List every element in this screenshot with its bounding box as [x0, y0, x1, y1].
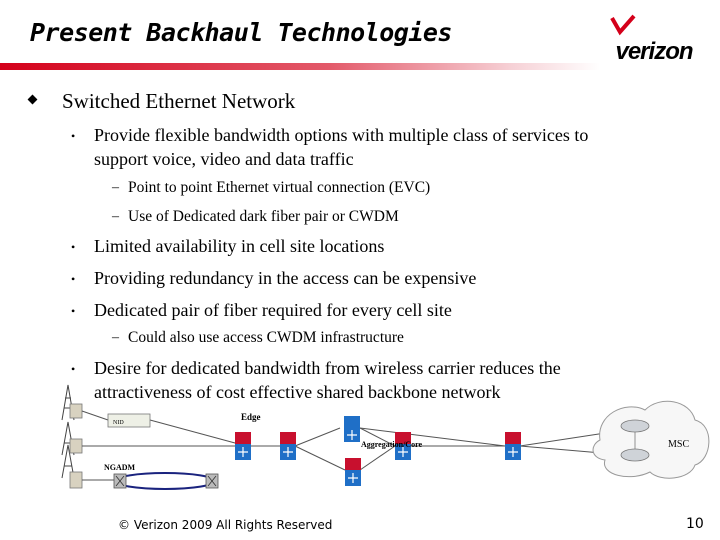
bullet-1-line-2: support voice, video and data traffic — [94, 149, 354, 169]
switch-icon — [505, 432, 521, 460]
dash-icon: – — [112, 330, 119, 345]
ngadm-node-icon — [113, 473, 219, 489]
bullet-dot-icon: • — [71, 304, 76, 318]
sub-bullet-3: Could also use access CWDM infrastructur… — [128, 329, 404, 346]
router-icon — [620, 419, 650, 462]
cell-tower-icon — [61, 384, 75, 479]
dash-icon: – — [112, 209, 119, 224]
slide-title: Present Backhaul Technologies — [30, 18, 453, 47]
msc-label: MSC — [668, 439, 689, 450]
bullet-dot-icon: • — [71, 272, 76, 286]
cloud-icon — [592, 400, 710, 479]
switch-icon — [344, 416, 360, 442]
sub-bullet-1: Point to point Ethernet virtual connecti… — [128, 179, 431, 196]
bullet-dot-icon: • — [71, 129, 76, 143]
bullet-4: Dedicated pair of fiber required for eve… — [94, 300, 452, 320]
switch-icon — [280, 432, 296, 460]
switch-icon — [345, 458, 361, 486]
nid-label: NID — [113, 420, 124, 426]
bullet-2: Limited availability in cell site locati… — [94, 236, 385, 256]
footer-copyright: © Verizon 2009 All Rights Reserved — [118, 518, 333, 532]
switch-icon — [395, 432, 411, 460]
page-number: 10 — [686, 516, 704, 532]
ngadm-label: NGADM — [104, 463, 136, 472]
bullet-dot-icon: • — [71, 362, 76, 376]
nid-box — [107, 413, 151, 428]
logo-word: verizon — [615, 38, 693, 65]
switch-icon — [235, 432, 251, 460]
cell-site-cabinet-icon — [69, 403, 83, 489]
ring-icon — [114, 472, 216, 490]
dash-icon: – — [112, 180, 119, 195]
bullet-5-line-2: attractiveness of cost effective shared … — [94, 382, 501, 402]
sub-bullet-2: Use of Dedicated dark fiber pair or CWDM — [128, 208, 399, 225]
main-heading: Switched Ethernet Network — [62, 89, 296, 113]
bullet-1-line-1: Provide flexible bandwidth options with … — [94, 125, 589, 145]
bullet-dot-icon: • — [71, 240, 76, 254]
edge-label: Edge — [241, 412, 261, 422]
bullet-3: Providing redundancy in the access can b… — [94, 268, 477, 288]
checkmark-icon — [610, 14, 636, 36]
title-rule — [0, 63, 600, 70]
bullet-5-line-1: Desire for dedicated bandwidth from wire… — [94, 358, 561, 378]
verizon-logo: verizon — [604, 14, 704, 70]
aggregation-label: Aggregation/Core — [361, 440, 422, 449]
